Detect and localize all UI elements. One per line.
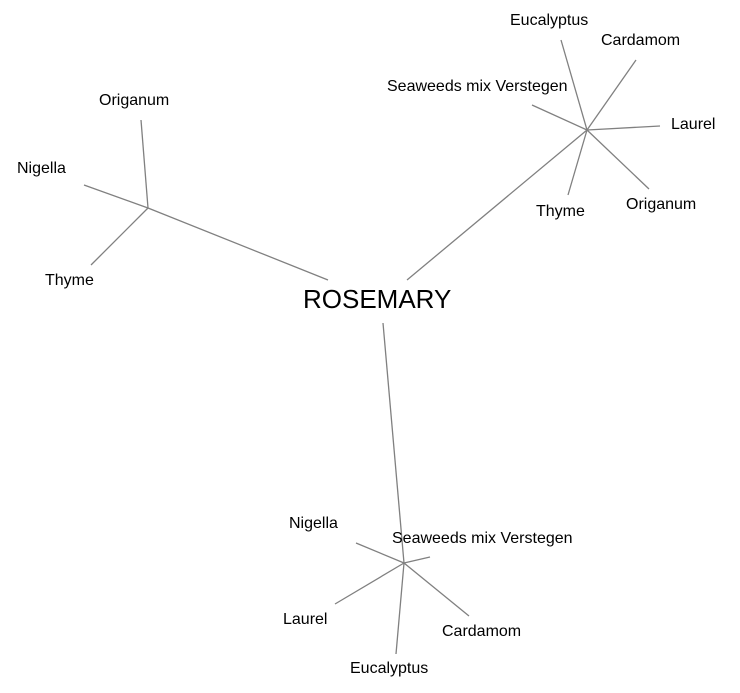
leaf-node-label: Thyme bbox=[536, 203, 585, 220]
leaf-edge bbox=[334, 562, 405, 605]
leaf-node-label: Eucalyptus bbox=[510, 12, 589, 29]
leaf-edge bbox=[90, 207, 149, 266]
leaf-node-label: Cardamom bbox=[601, 32, 681, 49]
leaf-edge bbox=[586, 59, 637, 131]
leaf-edge bbox=[560, 39, 588, 131]
leaf-edge bbox=[355, 542, 405, 564]
leaf-node-label: Nigella bbox=[289, 515, 338, 532]
leaf-edge bbox=[403, 556, 431, 564]
leaf-node-label: Nigella bbox=[17, 160, 66, 177]
leaf-edge bbox=[567, 129, 588, 196]
leaf-node-label: Seaweeds mix Verstegen bbox=[392, 530, 573, 547]
leaf-node-label: Cardamom bbox=[442, 623, 522, 640]
leaf-edge bbox=[395, 562, 405, 655]
leaf-edge bbox=[586, 129, 650, 190]
trunk-edge-1 bbox=[406, 129, 588, 281]
leaf-edge bbox=[531, 104, 588, 131]
leaf-edge bbox=[586, 125, 661, 131]
leaf-node-label: Laurel bbox=[671, 116, 716, 133]
trunk-edge-0 bbox=[147, 207, 329, 281]
leaf-edge bbox=[403, 562, 470, 617]
root-node-label: ROSEMARY bbox=[303, 284, 452, 314]
leaf-node-label: Thyme bbox=[45, 272, 94, 289]
leaf-node-label: Eucalyptus bbox=[350, 660, 429, 677]
leaf-node-label: Laurel bbox=[283, 611, 328, 628]
trunk-edge-2 bbox=[382, 322, 405, 564]
leaf-node-label: Origanum bbox=[626, 196, 697, 213]
leaf-edge bbox=[83, 184, 149, 209]
leaf-node-label: Seaweeds mix Verstegen bbox=[387, 78, 568, 95]
leaf-node-label: Origanum bbox=[99, 92, 170, 109]
leaf-edge bbox=[140, 119, 149, 209]
